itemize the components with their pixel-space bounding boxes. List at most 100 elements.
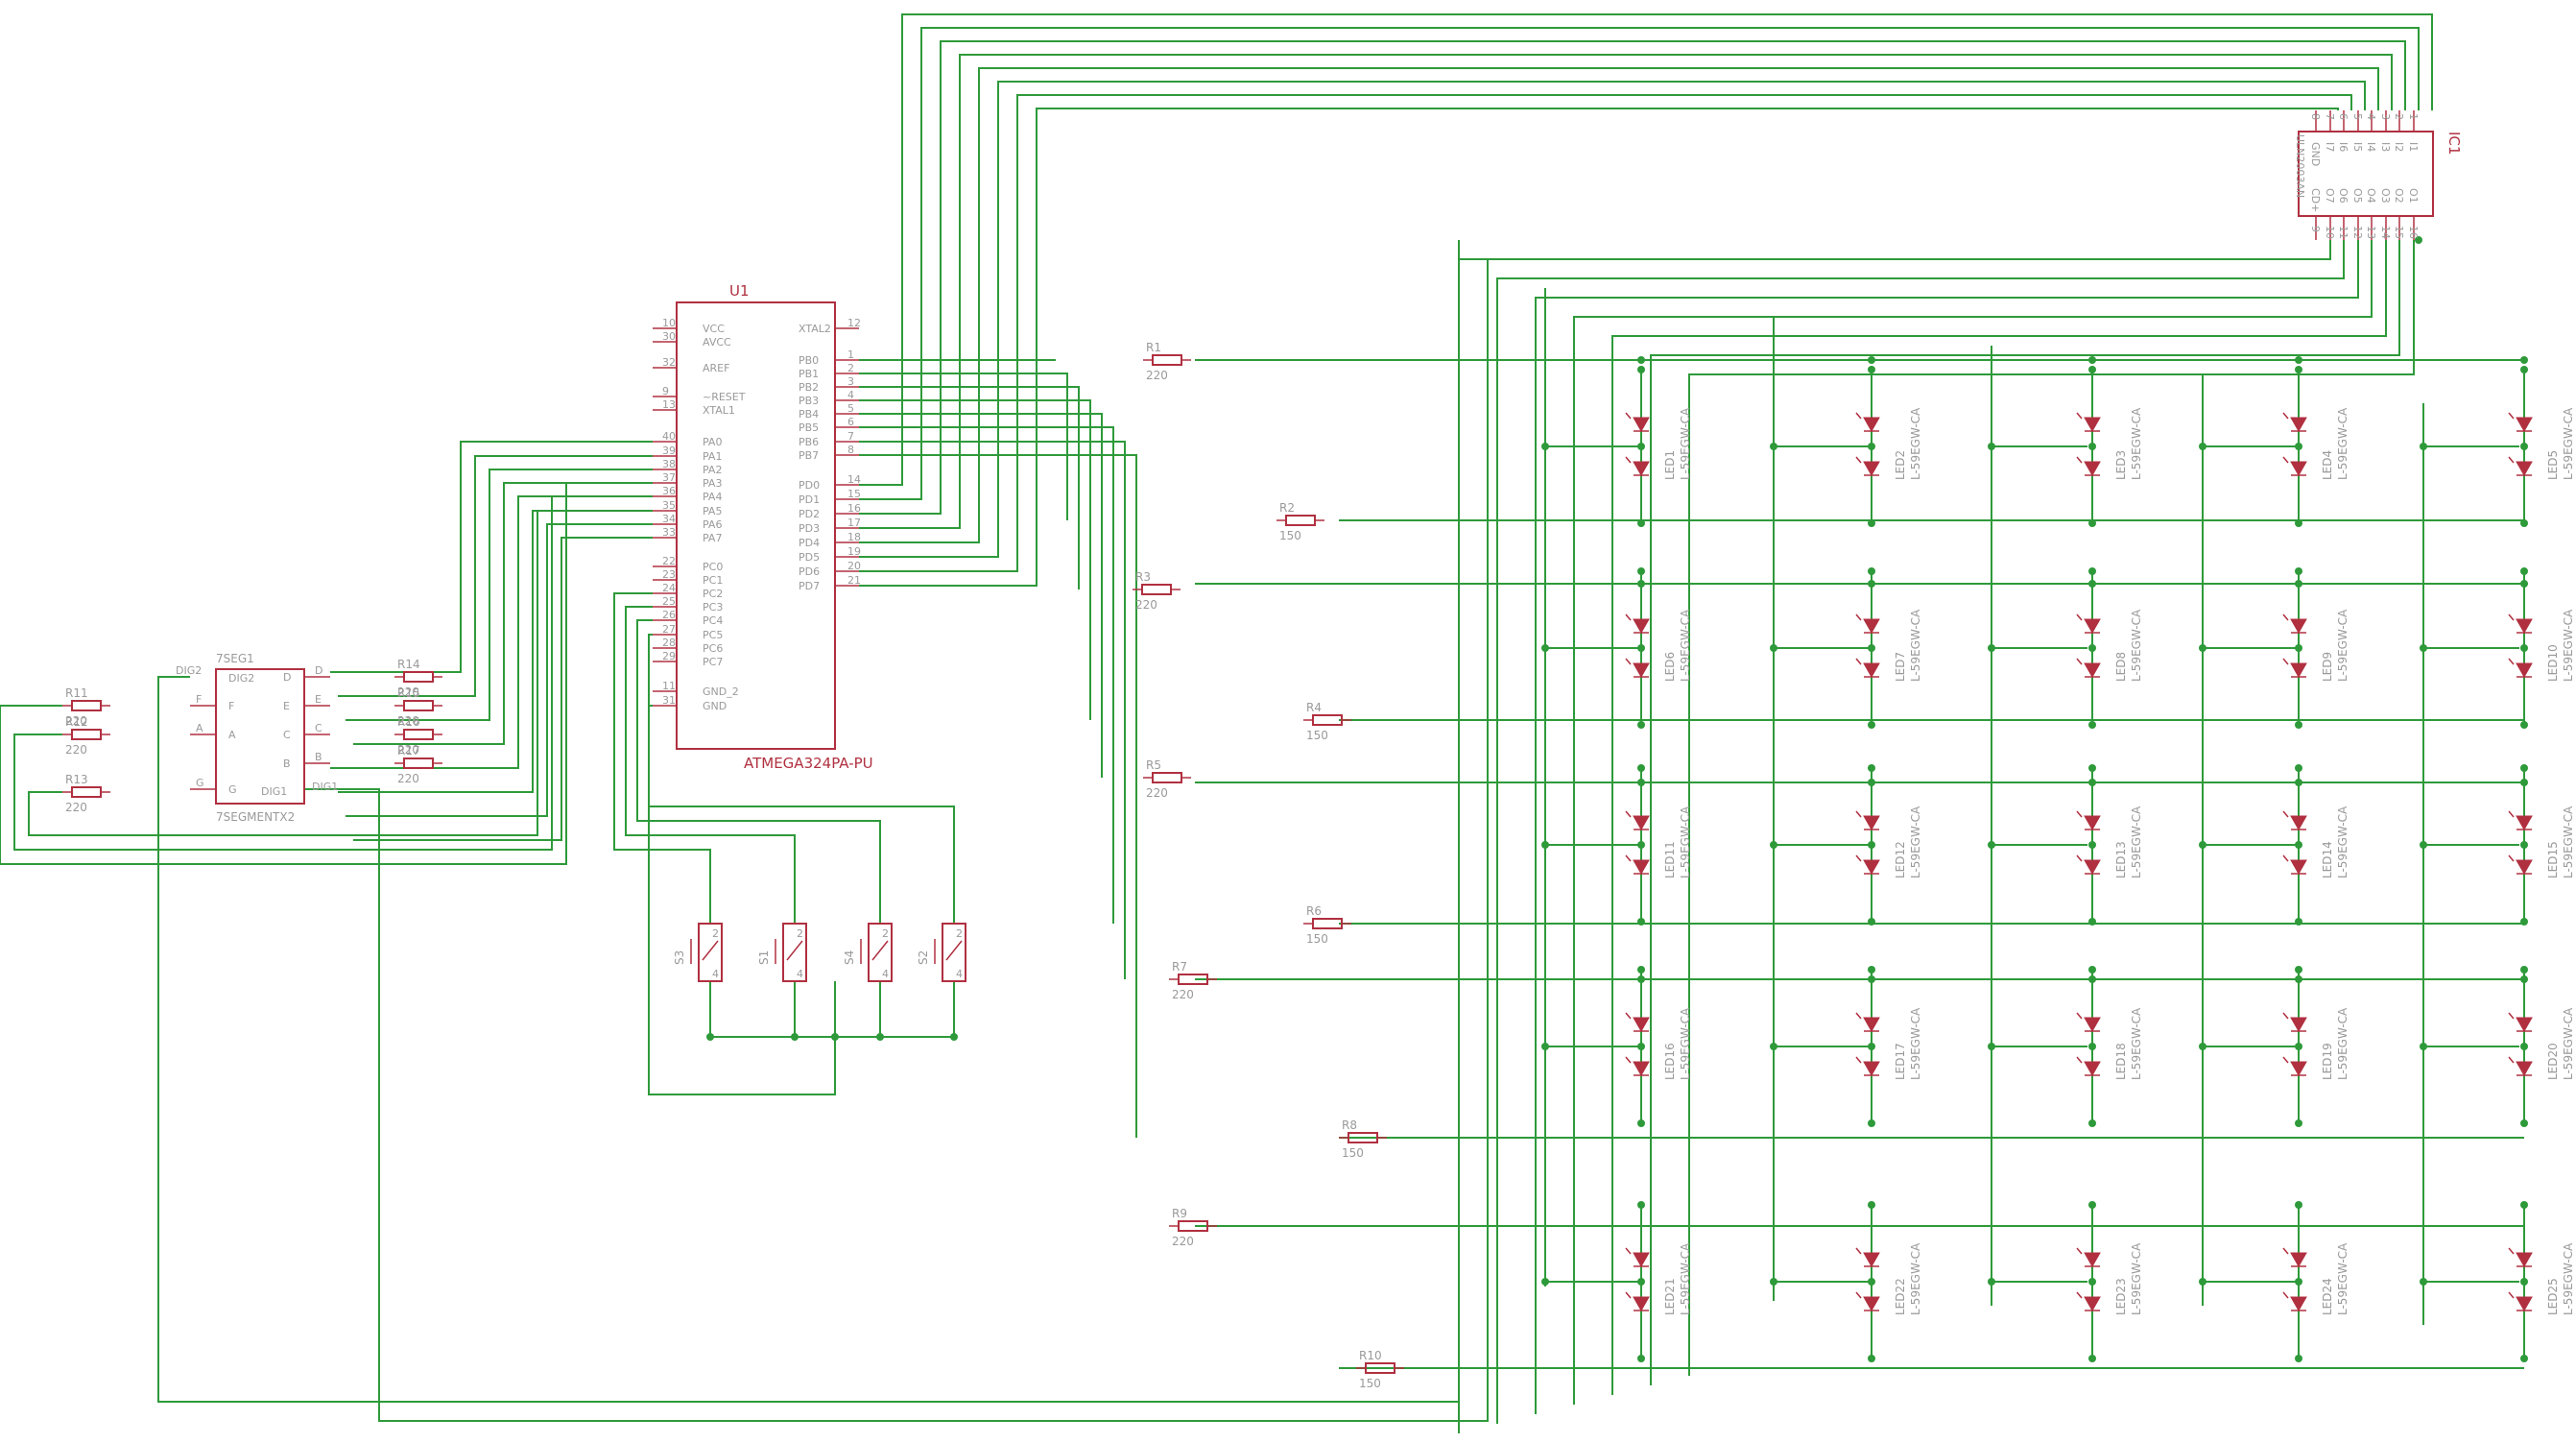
u1-pin-name: PC6 — [703, 642, 723, 655]
resistor-body — [71, 729, 102, 740]
resistor-body — [1141, 584, 1172, 595]
resistor-value: 220 — [65, 801, 87, 814]
junction-dot — [2088, 356, 2096, 364]
junction-dot — [2199, 443, 2206, 450]
u1-pin-number: 27 — [662, 623, 676, 636]
u1-pin-number: 30 — [662, 330, 676, 343]
ic1-pin-name: O4 — [2365, 188, 2377, 204]
led-name: LED12 — [1894, 841, 1907, 878]
led-arrow — [1855, 658, 1862, 665]
ic1-driver[interactable]: IC1 ULN2003AN 8GND7I76I65I54I43I32I21I19… — [2294, 110, 2463, 240]
led-arrow — [2282, 854, 2289, 862]
u1-portb-net — [859, 399, 1091, 720]
led-arrow — [2076, 1012, 2083, 1020]
led-value: L-59EGW-CA — [2336, 1242, 2349, 1315]
u1-pin-number: 12 — [847, 317, 861, 329]
u1-pin-number: 8 — [847, 444, 854, 456]
led-value: L-59EGW-CA — [2336, 609, 2349, 682]
u1-pin-number: 36 — [662, 485, 676, 497]
u1-pin-name: PA2 — [703, 464, 722, 476]
led-value: L-59EGW-CA — [2562, 1007, 2575, 1080]
u1-pin-number: 29 — [662, 650, 676, 662]
led-diode — [2084, 618, 2101, 635]
led-name: LED10 — [2546, 644, 2560, 682]
u1-pin-name: XTAL2 — [799, 323, 831, 335]
led-diode — [2084, 1061, 2101, 1077]
u1-pin-name: PA1 — [703, 450, 722, 463]
led-value: L-59EGW-CA — [1679, 1242, 1692, 1315]
led-value: L-59EGW-CA — [2336, 407, 2349, 480]
ic1-pin-number: 9 — [2309, 226, 2322, 232]
ic1-pin-name: O3 — [2379, 188, 2392, 204]
seg-pin-name: G — [228, 783, 237, 796]
junction-dot — [1988, 443, 1995, 450]
u1-pin-number: 16 — [847, 502, 861, 515]
switch-name: S4 — [843, 950, 856, 965]
u1-pin-number: 19 — [847, 545, 861, 558]
junction-dot — [1770, 1278, 1777, 1286]
u1-pin-name: PC7 — [703, 656, 723, 668]
led-value: L-59EGW-CA — [1679, 609, 1692, 682]
led-value: L-59EGW-CA — [2562, 1242, 2575, 1315]
u1-portb-net — [859, 386, 1080, 589]
resistor-body — [1312, 714, 1343, 726]
led-diode — [2516, 1252, 2533, 1268]
u1-pin-number: 40 — [662, 430, 676, 443]
dig2-net — [157, 240, 1460, 1403]
led-arrow — [2076, 1247, 2083, 1255]
ic1-pin-name: O2 — [2393, 188, 2405, 204]
led-value: L-59EGW-CA — [2562, 609, 2575, 682]
u1-pin-number: 28 — [662, 637, 676, 649]
u1-portb-net — [859, 426, 1114, 924]
switch-pin-number: 2 — [882, 927, 889, 940]
led-diode — [1863, 1296, 1880, 1312]
switch-net — [613, 592, 711, 924]
led-diode — [2290, 1252, 2307, 1268]
ic1-output-net — [1573, 240, 2373, 1405]
junction-dot — [1988, 1043, 1995, 1050]
u1-pin-name: GND_2 — [703, 685, 739, 698]
led-arrow — [1855, 1056, 1862, 1064]
u1-pin-name: PB1 — [799, 368, 819, 380]
u1-porta-net — [338, 510, 653, 793]
ic1-pin-number: 11 — [2337, 226, 2349, 239]
led-diode — [2290, 1296, 2307, 1312]
ic1-output-net — [1458, 240, 2331, 1433]
u1-pin-name: PD5 — [799, 551, 820, 564]
led-diode — [2516, 1296, 2533, 1312]
led-name: LED25 — [2546, 1278, 2560, 1315]
ic1-pin-name: I5 — [2351, 142, 2364, 152]
resistor-body — [1285, 515, 1316, 526]
switch-pin-number: 4 — [882, 968, 889, 980]
switch-name: S3 — [673, 950, 686, 965]
resistor-value: 220 — [1146, 369, 1168, 382]
resistor-name: R14 — [397, 658, 420, 671]
u1-pin-number: 13 — [662, 398, 676, 411]
led-diode — [1633, 1061, 1650, 1077]
u1-porta-net — [346, 523, 653, 817]
led-name: LED8 — [2114, 652, 2128, 682]
led-arrow — [2076, 658, 2083, 665]
ic1-pin-number: 5 — [2351, 113, 2364, 120]
led-diode — [2290, 1061, 2307, 1077]
led-diode — [1633, 815, 1650, 831]
u1-porta-net — [330, 441, 653, 673]
ic1-output-net — [1496, 240, 2345, 1424]
led-arrow — [2282, 658, 2289, 665]
u1-pin-name: AVCC — [703, 336, 731, 349]
junction-dot — [1541, 644, 1549, 652]
resistor-body — [1312, 918, 1343, 929]
u1-pin-number: 22 — [662, 555, 676, 567]
led-arrow — [2282, 456, 2289, 464]
u1-pin-name: PA0 — [703, 436, 722, 448]
ic1-pin-name: I4 — [2365, 142, 2377, 152]
u1-pin-number: 5 — [847, 402, 854, 415]
seg-pin-net: F — [196, 693, 202, 706]
u1-pin-number: 26 — [662, 609, 676, 621]
junction-dot — [2295, 356, 2302, 364]
u1-pin-number: 1 — [847, 349, 854, 361]
seven-segment-display[interactable]: 7SEG1 7SEGMENTX2 DIG2 DIG1 DIG2 DIG1 FFA… — [176, 652, 338, 824]
led-diode — [1863, 1061, 1880, 1077]
